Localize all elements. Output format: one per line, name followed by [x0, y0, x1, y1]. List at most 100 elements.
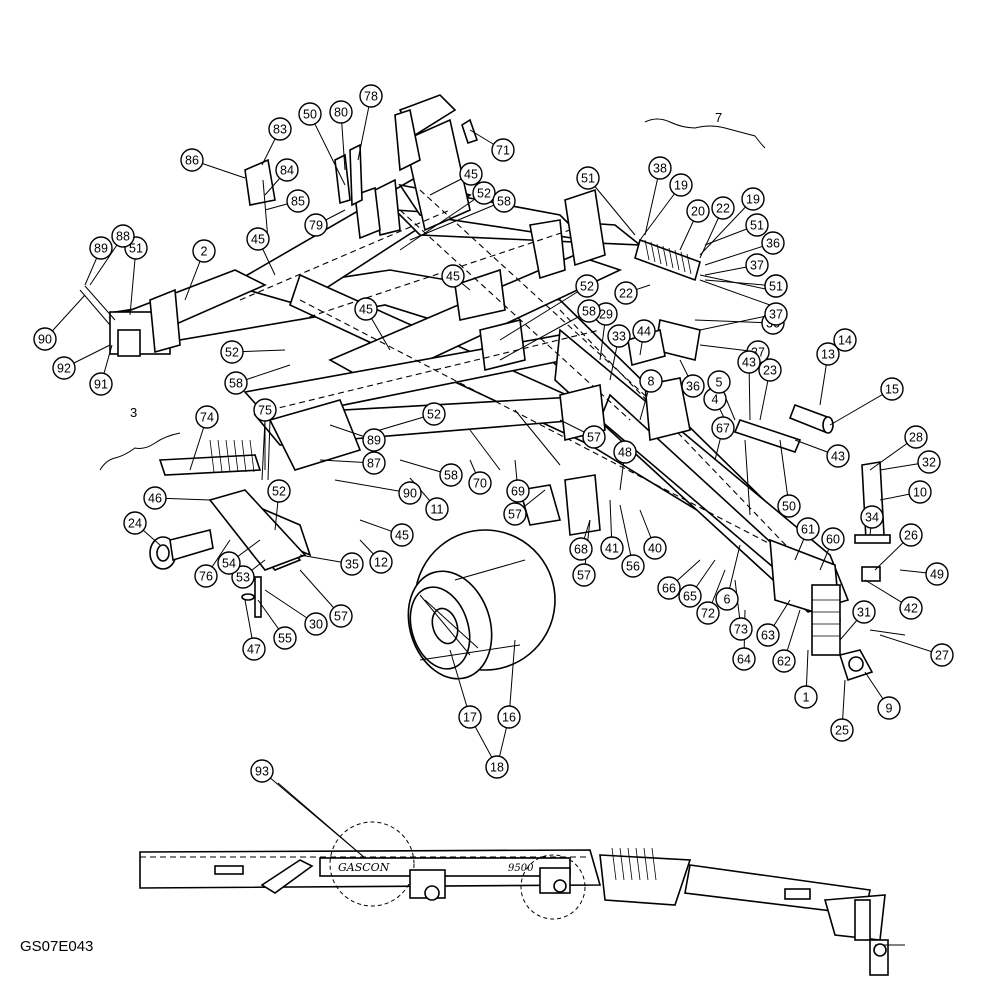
group-7-brace: [644, 118, 766, 149]
svg-text:75: 75: [258, 404, 272, 418]
callout-15: 15: [880, 377, 904, 401]
callout-73: 73: [729, 617, 753, 641]
svg-text:43: 43: [831, 450, 845, 464]
callout-37: 37: [745, 253, 769, 277]
callout-12: 12: [369, 550, 393, 574]
callout-28: 28: [904, 425, 928, 449]
callout-22: 22: [711, 196, 735, 220]
svg-text:46: 46: [148, 492, 162, 506]
svg-text:11: 11: [431, 503, 444, 517]
callout-52: 52: [267, 479, 291, 503]
callout-60: 60: [821, 527, 845, 551]
callout-84: 84: [275, 158, 299, 182]
svg-text:45: 45: [464, 168, 478, 182]
svg-text:70: 70: [473, 477, 487, 491]
svg-text:51: 51: [129, 242, 143, 256]
callout-38: 38: [648, 156, 672, 180]
callout-55: 55: [273, 626, 297, 650]
callout-34: 34: [860, 505, 884, 529]
callout-25: 25: [830, 718, 854, 742]
callout-69: 69: [506, 479, 530, 503]
callout-10: 10: [908, 480, 932, 504]
svg-text:53: 53: [236, 571, 250, 585]
svg-text:78: 78: [364, 90, 378, 104]
callout-85: 85: [286, 189, 310, 213]
callout-14: 14: [833, 328, 857, 352]
svg-text:9: 9: [886, 702, 893, 716]
svg-text:10: 10: [913, 486, 927, 500]
svg-text:66: 66: [662, 582, 676, 596]
svg-text:52: 52: [427, 408, 441, 422]
callout-2: 2: [192, 239, 216, 263]
svg-text:26: 26: [904, 529, 918, 543]
callout-64: 64: [732, 647, 756, 671]
callout-1: 1: [794, 685, 818, 709]
callout-89: 89: [89, 236, 113, 260]
svg-text:62: 62: [777, 655, 791, 669]
svg-text:57: 57: [508, 508, 522, 522]
callout-58: 58: [439, 463, 463, 487]
callout-58: 58: [492, 189, 516, 213]
svg-text:40: 40: [648, 542, 662, 556]
svg-text:45: 45: [359, 303, 373, 317]
drawing-number: GS07E043: [20, 938, 94, 955]
callout-53: 53: [231, 565, 255, 589]
svg-text:57: 57: [577, 569, 591, 583]
callout-45: 45: [441, 264, 465, 288]
callout-51: 51: [764, 274, 788, 298]
svg-text:74: 74: [200, 411, 214, 425]
callout-45: 45: [459, 162, 483, 186]
svg-text:5: 5: [716, 376, 723, 390]
svg-text:14: 14: [838, 334, 852, 348]
callout-63: 63: [756, 623, 780, 647]
svg-text:23: 23: [763, 364, 777, 378]
svg-text:52: 52: [272, 485, 286, 499]
tubes: [733, 403, 834, 516]
svg-text:51: 51: [581, 172, 595, 186]
svg-text:22: 22: [716, 202, 730, 216]
svg-text:34: 34: [865, 511, 879, 525]
svg-text:91: 91: [94, 378, 108, 392]
callout-48: 48: [613, 440, 637, 464]
svg-text:61: 61: [801, 523, 815, 537]
leader-line: [261, 770, 366, 859]
callout-6: 6: [715, 587, 739, 611]
callout-62: 62: [772, 649, 796, 673]
callout-91: 91: [89, 372, 113, 396]
svg-text:32: 32: [922, 456, 936, 470]
svg-text:83: 83: [273, 123, 287, 137]
callout-8: 8: [639, 369, 663, 393]
callout-19: 19: [741, 187, 765, 211]
callout-79: 79: [304, 213, 328, 237]
callout-57: 57: [503, 502, 527, 526]
callout-36: 36: [761, 231, 785, 255]
svg-text:6: 6: [724, 593, 731, 607]
callout-83: 83: [268, 117, 292, 141]
callout-52: 52: [220, 340, 244, 364]
svg-text:15: 15: [885, 383, 899, 397]
svg-text:30: 30: [309, 618, 323, 632]
svg-text:42: 42: [904, 602, 918, 616]
svg-text:56: 56: [626, 560, 640, 574]
leader-line: [309, 113, 346, 186]
svg-text:89: 89: [94, 242, 108, 256]
svg-text:50: 50: [303, 108, 317, 122]
svg-text:90: 90: [38, 333, 52, 347]
callout-72: 72: [696, 601, 720, 625]
callout-46: 46: [143, 486, 167, 510]
callout-54: 54: [217, 551, 241, 575]
callout-16: 16: [497, 705, 521, 729]
svg-text:17: 17: [463, 711, 477, 725]
callout-30: 30: [304, 612, 328, 636]
callout-58: 58: [577, 299, 601, 323]
leader-line: [399, 192, 485, 251]
callout-90: 90: [398, 481, 422, 505]
group-3-parts: [149, 419, 307, 618]
callout-44: 44: [632, 319, 656, 343]
leader-line: [334, 479, 411, 494]
callout-51: 51: [576, 166, 600, 190]
svg-text:71: 71: [496, 144, 510, 158]
callout-33: 33: [607, 324, 631, 348]
callout-70: 70: [468, 471, 492, 495]
